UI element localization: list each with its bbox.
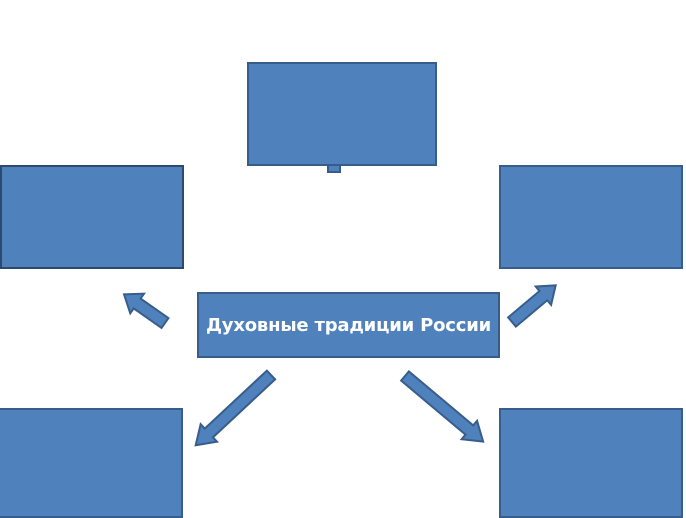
empty-box-top xyxy=(247,62,437,166)
arrow-upper-right xyxy=(506,284,557,329)
empty-box-bottom-left xyxy=(0,408,183,518)
arrow-lower-right xyxy=(399,369,485,443)
empty-box-bottom-right xyxy=(499,408,683,518)
center-label: Духовные традиции России xyxy=(205,314,492,336)
center-box: Духовные традиции России xyxy=(197,292,500,358)
arrow-lower-left xyxy=(194,369,277,447)
arrow-upper-left xyxy=(122,292,170,330)
empty-box-right xyxy=(499,165,683,269)
empty-box-left xyxy=(0,165,184,269)
